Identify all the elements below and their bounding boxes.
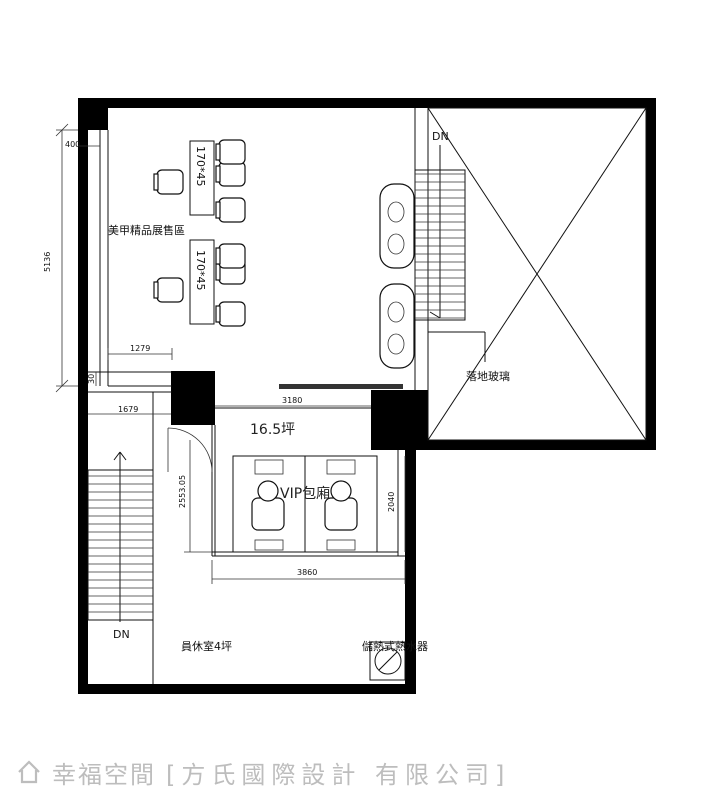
chair [215, 301, 246, 327]
display-table-1: 170*45 [189, 140, 215, 216]
dim-1279: 1279 [130, 344, 150, 353]
void-opening: 落地玻璃 [427, 107, 647, 441]
stair-dn-label-lower: DN [113, 628, 130, 641]
sofa-upper [379, 183, 415, 269]
watermark: 幸福空間 [方氏國際設計 有限公司] [16, 757, 511, 789]
display-area-label: 美甲精品展售區 [108, 223, 185, 237]
chair [215, 161, 246, 187]
chair [215, 139, 246, 165]
water-heater-label: 儲熱式熱水器 [362, 640, 428, 653]
outer-walls [78, 98, 656, 694]
chair [153, 277, 184, 303]
stair-dn-label-upper: DN [432, 130, 449, 143]
display-table-2: 170*45 [189, 239, 215, 325]
watermark-company: [方氏國際設計 有限公司] [166, 760, 511, 789]
structural-columns [171, 371, 428, 450]
glass-label: 落地玻璃 [466, 369, 510, 383]
dim-5136: 5136 [43, 252, 52, 272]
watermark-logo-text: 幸福空間 [52, 760, 156, 789]
dim-3180: 3180 [282, 396, 302, 405]
staff-room-label: 員休室4坪 [181, 639, 232, 653]
vip-room-label: VIP包廂 [280, 485, 330, 502]
water-heater: 儲熱式熱水器 [362, 640, 428, 681]
table-2-size: 170*45 [194, 250, 207, 291]
display-chairs [153, 139, 246, 327]
dim-2553: 2553.05 [178, 475, 187, 508]
upper-staircase: DN [414, 130, 466, 321]
sofa-lower [379, 283, 415, 369]
table-1-size: 170*45 [194, 146, 207, 187]
dim-3860: 3860 [297, 568, 317, 577]
dim-400: 400 [65, 140, 80, 149]
dim-30: 30 [87, 374, 96, 384]
chair [215, 243, 246, 269]
lower-staircase: DN [87, 451, 154, 641]
dim-1679: 1679 [118, 405, 138, 414]
hatched-divider [279, 384, 403, 389]
dim-2040: 2040 [387, 492, 396, 512]
chair [153, 169, 184, 195]
vip-area-label: 16.5坪 [250, 422, 295, 438]
house-logo-icon [18, 760, 40, 784]
chair [215, 197, 246, 223]
vip-booths: 16.5坪 VIP包廂 [232, 422, 378, 553]
dimension-lines: 5136 400 1279 30 1679 3180 2553.05 2040 … [43, 123, 406, 584]
